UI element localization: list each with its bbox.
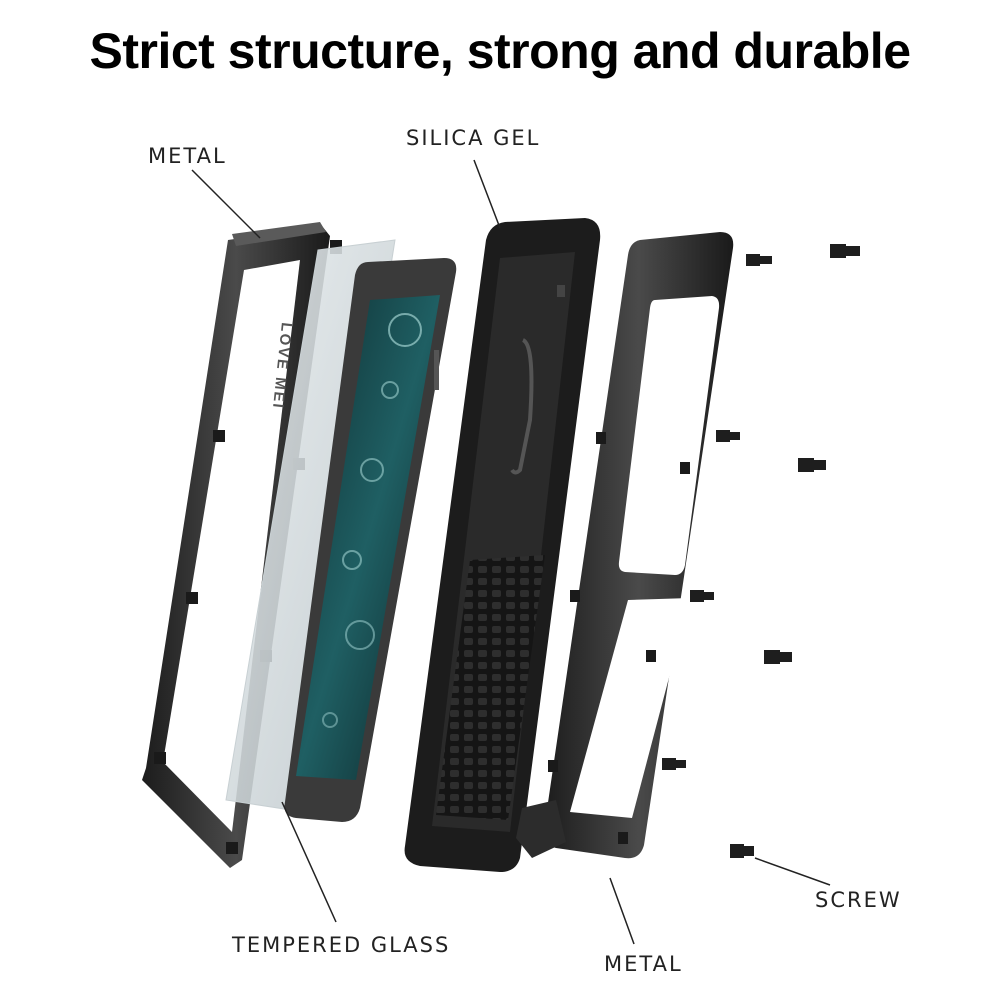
silica-gel-case	[404, 218, 601, 872]
screw	[716, 430, 740, 442]
metal-back-plate	[543, 232, 734, 859]
phone-device	[284, 258, 457, 822]
screw	[764, 650, 792, 664]
screw	[690, 590, 714, 602]
port-plug	[516, 800, 566, 858]
silica-gel-label: SILICA GEL	[406, 126, 541, 150]
screw-set	[662, 244, 860, 858]
metal-back-label: METAL	[604, 952, 683, 976]
screw	[798, 458, 826, 472]
screw	[730, 844, 754, 858]
screw	[746, 254, 772, 266]
headline: Strict structure, strong and durable	[89, 23, 911, 79]
screw	[830, 244, 860, 258]
screw	[662, 758, 686, 770]
metal-frame-label: METAL	[148, 144, 227, 168]
screw-label: SCREW	[815, 888, 902, 912]
tempered-glass-label: TEMPERED GLASS	[232, 933, 451, 957]
callout-leader-lines	[191, 159, 831, 945]
